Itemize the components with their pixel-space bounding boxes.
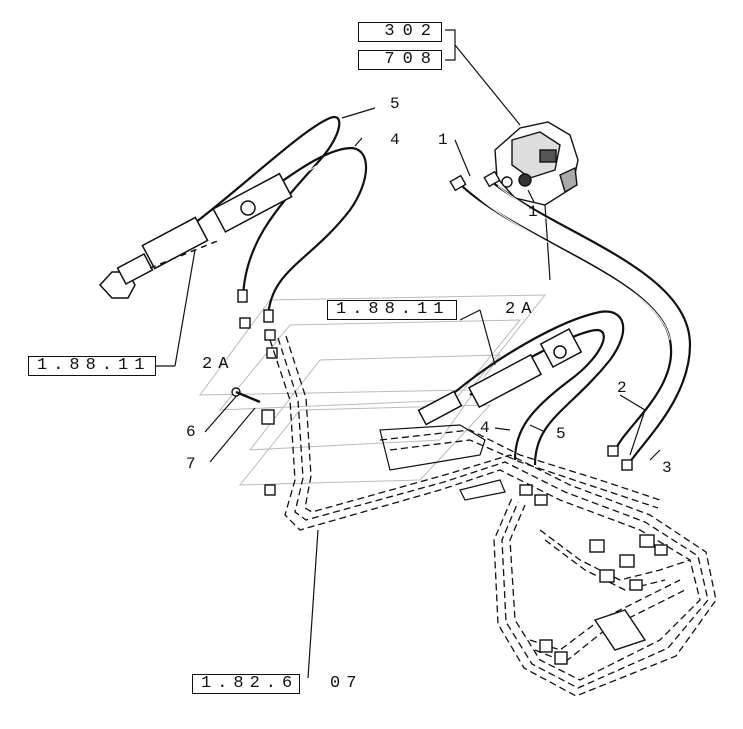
right-cylinder: [417, 327, 583, 426]
callout-4-mid: 4: [480, 419, 490, 437]
callout-5-top: 5: [390, 95, 400, 113]
ref-center-suffix: 2A: [505, 300, 538, 319]
callout-1-valve: 1: [528, 203, 538, 221]
control-valve-block: [494, 121, 579, 206]
right-fittings: [449, 170, 633, 471]
callout-6: 6: [186, 423, 196, 441]
valve-manifold-bottom: [519, 484, 668, 665]
callout-4-top: 4: [390, 131, 400, 149]
left-fittings: [231, 289, 278, 496]
ref-708-box[interactable]: 708: [358, 50, 442, 70]
leader-lines: [155, 29, 661, 679]
frame-outline: [379, 424, 506, 501]
ref-bottom-suffix: 07: [330, 674, 363, 693]
callout-3: 3: [662, 459, 672, 477]
callout-1: 1: [438, 131, 448, 149]
ref-center-box[interactable]: 1.88.11: [327, 300, 457, 320]
hose-group-middle: [439, 310, 625, 466]
left-cylinder: [98, 172, 293, 299]
callout-7: 7: [186, 455, 196, 473]
ref-left-box[interactable]: 1.88.11: [28, 356, 156, 376]
ref-bottom-box[interactable]: 1.82.6: [192, 674, 300, 694]
callout-2: 2: [617, 379, 627, 397]
callout-5-mid: 5: [556, 425, 566, 443]
hose-group-right: [461, 181, 692, 466]
ref-302-box[interactable]: 302: [358, 22, 442, 42]
ref-left-suffix: 2A: [202, 355, 235, 374]
